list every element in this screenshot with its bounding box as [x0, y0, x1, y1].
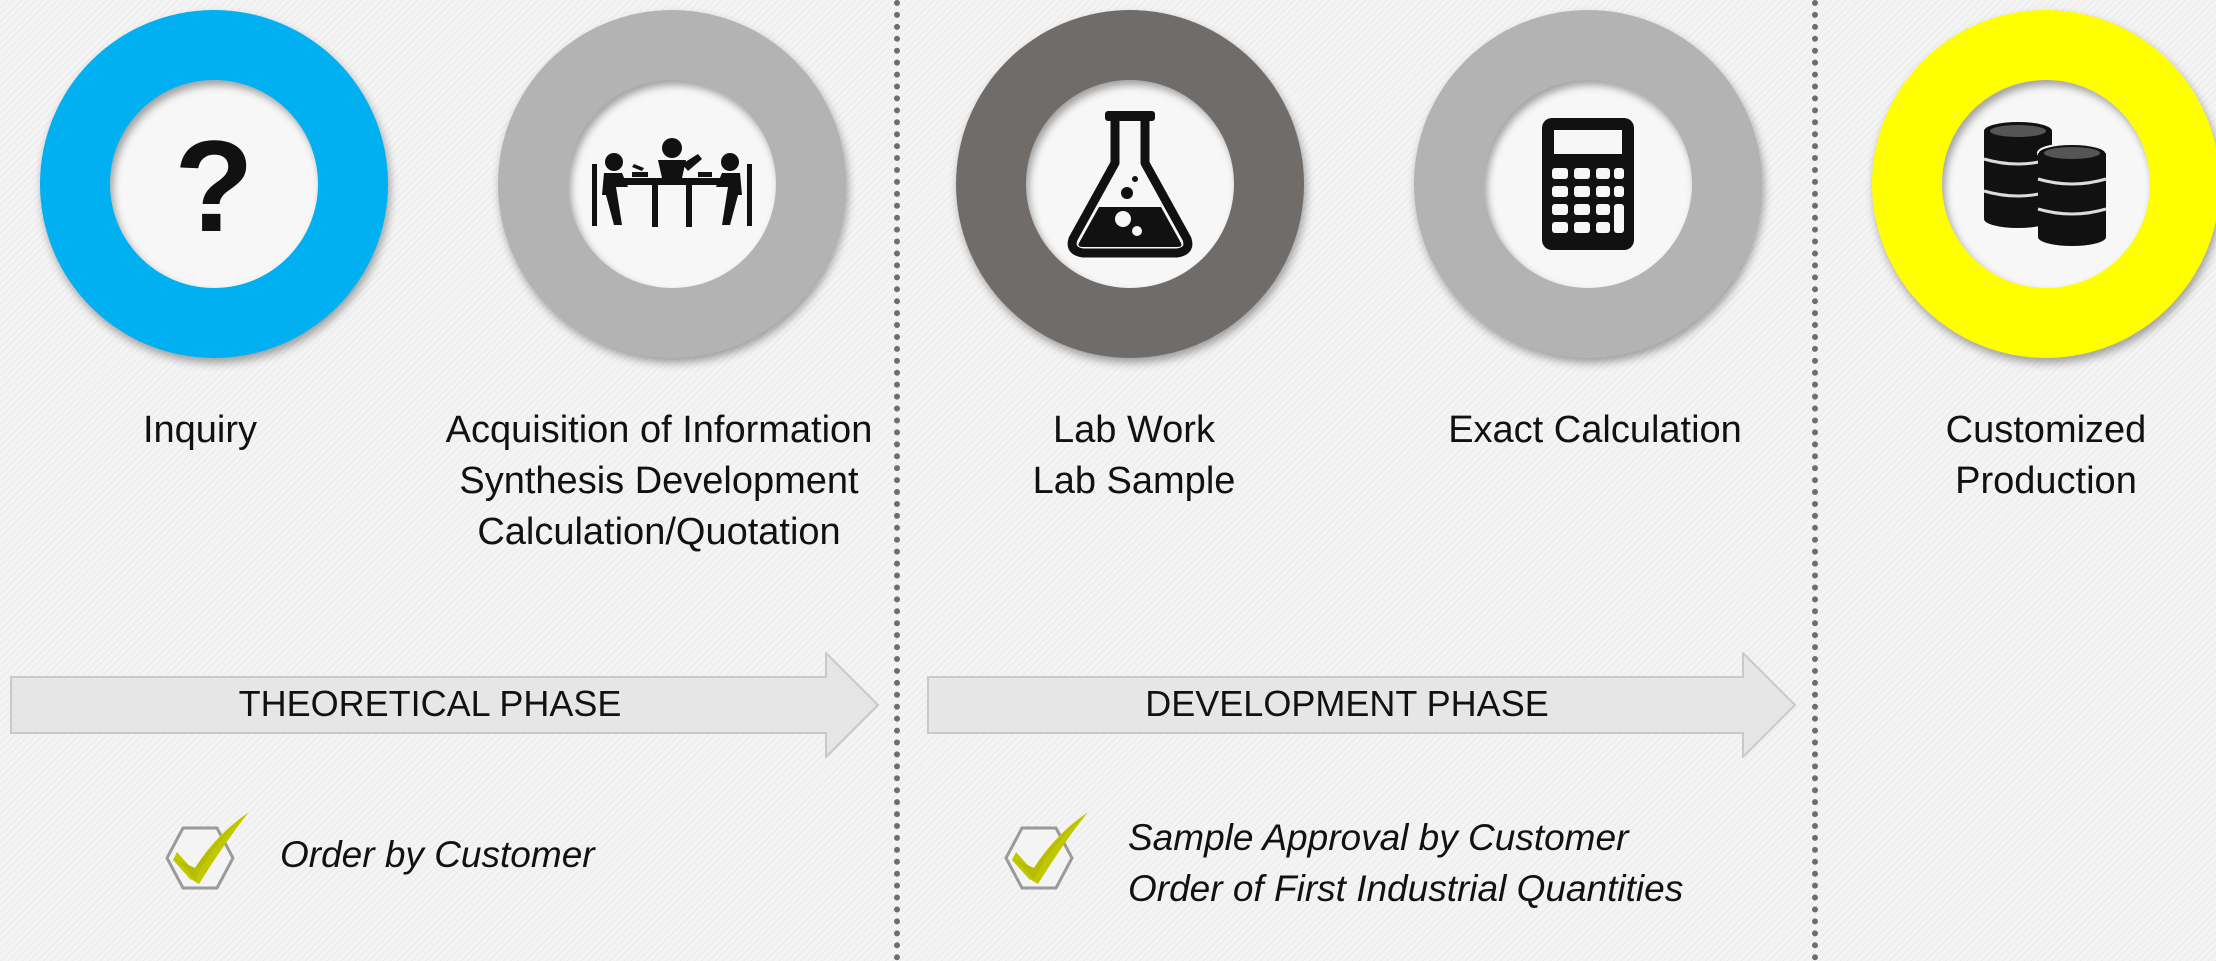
phase-divider-2	[1812, 0, 1818, 961]
check-icon	[165, 812, 249, 890]
calculation-ring-center	[1484, 80, 1692, 288]
step-label-lab-work: Lab Work Lab Sample	[1000, 405, 1268, 507]
step-line: Calculation/Quotation	[477, 511, 841, 553]
step-label-acquisition: Acquisition of Information Synthesis Dev…	[420, 405, 898, 558]
lab-work-ring	[956, 10, 1304, 358]
lab-flask-icon	[1067, 111, 1193, 258]
calculator-icon	[1542, 118, 1634, 250]
step-label-inquiry: Inquiry	[100, 405, 300, 456]
barrels-icon	[1983, 122, 2107, 246]
step-line: Lab Sample	[1032, 460, 1236, 502]
milestone-line: Sample Approval by Customer	[1128, 817, 1629, 858]
meeting-table-icon	[592, 138, 752, 227]
phase-divider-1	[894, 0, 900, 961]
step-line: Customized	[1945, 409, 2147, 451]
step-line: Acquisition of Information	[445, 409, 873, 451]
acquisition-ring	[498, 10, 846, 358]
calculation-ring	[1414, 10, 1762, 358]
development-phase-arrow	[927, 652, 1797, 758]
step-label-production: Customized Production	[1900, 405, 2192, 507]
lab-work-ring-center	[1026, 80, 1234, 288]
theoretical-phase-arrow	[10, 652, 880, 758]
development-phase-label: DEVELOPMENT PHASE	[1145, 683, 1549, 724]
inquiry-ring-center: ?	[110, 80, 318, 288]
step-line: Lab Work	[1053, 409, 1215, 451]
inquiry-ring: ?	[40, 10, 388, 358]
question-mark-icon: ?	[174, 119, 253, 249]
milestone-theoretical: Order by Customer	[280, 829, 595, 880]
step-label-exact-calculation: Exact Calculation	[1420, 405, 1770, 456]
acquisition-ring-center	[568, 80, 776, 288]
svg-text:?: ?	[174, 119, 253, 249]
step-line: Exact Calculation	[1448, 409, 1742, 451]
check-icon	[1004, 812, 1088, 890]
milestone-line: Order by Customer	[280, 834, 595, 875]
step-line: Inquiry	[142, 409, 258, 451]
production-ring	[1872, 10, 2216, 358]
milestone-line: Order of First Industrial Quantities	[1128, 868, 1684, 909]
milestone-development: Sample Approval by Customer Order of Fir…	[1128, 812, 1683, 914]
step-line: Synthesis Development	[459, 460, 859, 502]
theoretical-phase-label: THEORETICAL PHASE	[238, 683, 622, 724]
step-line: Production	[1955, 460, 2137, 502]
production-ring-center	[1942, 80, 2150, 288]
